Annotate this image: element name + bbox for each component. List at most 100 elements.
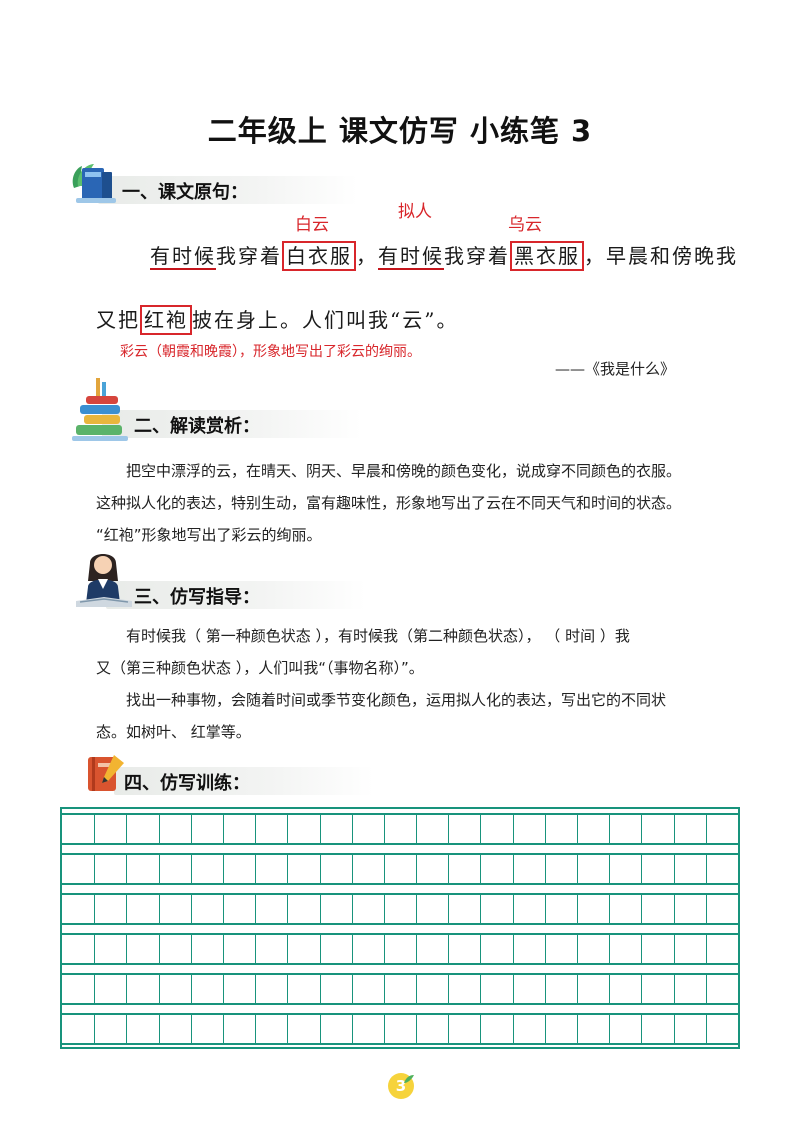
grid-cell-line	[351, 815, 353, 843]
grid-cell-line	[448, 975, 450, 1003]
grid-cell-line	[480, 935, 482, 963]
grid-cell-line	[705, 935, 707, 963]
grid-cell-line	[287, 855, 289, 883]
grid-cell-line	[609, 855, 611, 883]
grid-cell-line	[609, 895, 611, 923]
grid-cell-line	[641, 975, 643, 1003]
grid-cell-line	[190, 855, 192, 883]
text-span: 我穿着	[216, 244, 282, 268]
text-span: 披在身上。人们叫我“云”。	[192, 308, 459, 332]
grid-cell-line	[94, 1015, 96, 1043]
boxed-phrase: 黑衣服	[510, 241, 584, 271]
grid-cell-line	[287, 935, 289, 963]
grid-cell-line	[448, 1015, 450, 1043]
grid-cell-line	[512, 975, 514, 1003]
section-1-header: 一、课文原句：	[68, 164, 368, 204]
grid-cell-line	[94, 815, 96, 843]
grid-cell-line	[222, 815, 224, 843]
grid-cell-line	[480, 1015, 482, 1043]
grid-cell-line	[126, 975, 128, 1003]
grid-cell-line	[641, 815, 643, 843]
grid-cell-line	[319, 975, 321, 1003]
grid-cell-line	[222, 1015, 224, 1043]
guide-line: 又（第三种颜色状态 ），人们叫我“（事物名称）”。	[96, 659, 424, 677]
grid-cell-line	[577, 935, 579, 963]
guide-line: 态。如树叶、 红掌等。	[96, 723, 251, 741]
grid-cell-line	[416, 895, 418, 923]
text-span: 我穿着	[444, 244, 510, 268]
grid-cell-line	[319, 855, 321, 883]
grid-cell-line	[319, 1015, 321, 1043]
grid-cell-line	[351, 1015, 353, 1043]
grid-cell-line	[222, 935, 224, 963]
grid-cell-line	[383, 1015, 385, 1043]
grid-row	[62, 813, 738, 845]
grid-cell-line	[416, 975, 418, 1003]
annotation-baiyun: 白云	[295, 215, 329, 235]
grid-cell-line	[512, 895, 514, 923]
grid-cell-line	[544, 1015, 546, 1043]
grid-cell-line	[190, 815, 192, 843]
original-line-2: 又把红袍披在身上。人们叫我“云”。	[96, 304, 459, 335]
text-span: ，	[356, 244, 378, 268]
grid-cell-line	[287, 975, 289, 1003]
grid-row	[62, 893, 738, 925]
grid-cell-line	[190, 1015, 192, 1043]
writing-grid[interactable]	[60, 807, 740, 1049]
underlined-phrase: 有时候	[378, 244, 444, 270]
grid-cell-line	[351, 935, 353, 963]
grid-cell-line	[544, 935, 546, 963]
grid-cell-line	[416, 855, 418, 883]
grid-cell-line	[673, 895, 675, 923]
grid-cell-line	[641, 1015, 643, 1043]
grid-cell-line	[287, 1015, 289, 1043]
grid-cell-line	[222, 975, 224, 1003]
grid-cell-line	[255, 935, 257, 963]
analysis-line: 这种拟人化的表达，特别生动，富有趣味性，形象地写出了云在不同天气和时间的状态。	[96, 494, 682, 512]
annotation-niren: 拟人	[398, 202, 432, 222]
grid-cell-line	[705, 815, 707, 843]
grid-cell-line	[448, 855, 450, 883]
grid-cell-line	[448, 815, 450, 843]
notebook-pencil-icon	[84, 751, 128, 799]
grid-cell-line	[383, 895, 385, 923]
original-line-1: 有时候我穿着白衣服，有时候我穿着黑衣服，早晨和傍晚我	[150, 240, 738, 271]
grid-cell-line	[222, 895, 224, 923]
grid-cell-line	[480, 855, 482, 883]
grid-cell-line	[480, 975, 482, 1003]
grid-cell-line	[609, 815, 611, 843]
grid-cell-line	[126, 935, 128, 963]
section-4-title: 四、仿写训练：	[124, 773, 250, 794]
grid-cell-line	[190, 935, 192, 963]
teacher-icon	[76, 547, 132, 615]
grid-cell-line	[94, 975, 96, 1003]
grid-cell-line	[416, 935, 418, 963]
grid-cell-line	[448, 935, 450, 963]
books-plant-icon	[68, 158, 120, 210]
grid-cell-line	[158, 895, 160, 923]
grid-cell-line	[255, 895, 257, 923]
original-note: 彩云（朝霞和晚霞），形象地写出了彩云的绚丽。	[120, 344, 421, 360]
grid-cell-line	[641, 895, 643, 923]
analysis-paragraph: 把空中漂浮的云，在晴天、阴天、早晨和傍晚的颜色变化，说成穿不同颜色的衣服。 这种…	[96, 455, 716, 551]
grid-cell-line	[705, 975, 707, 1003]
grid-cell-line	[255, 855, 257, 883]
grid-cell-line	[705, 855, 707, 883]
grid-cell-line	[383, 815, 385, 843]
grid-cell-line	[126, 1015, 128, 1043]
grid-cell-line	[94, 895, 96, 923]
book-stack-icon	[72, 376, 128, 446]
guide-paragraph: 有时候我（ 第一种颜色状态 ），有时候我（第二种颜色状态）， （ 时间 ）我 又…	[96, 620, 716, 748]
grid-cell-line	[609, 1015, 611, 1043]
grid-cell-line	[416, 1015, 418, 1043]
grid-row	[62, 1013, 738, 1045]
grid-cell-line	[480, 815, 482, 843]
section-2-header: 二、解读赏析：	[72, 378, 372, 441]
grid-cell-line	[416, 815, 418, 843]
guide-line: 有时候我（ 第一种颜色状态 ），有时候我（第二种颜色状态）， （ 时间 ）我	[126, 627, 630, 645]
section-3-title: 三、仿写指导：	[134, 587, 260, 608]
grid-cell-line	[544, 815, 546, 843]
grid-cell-line	[383, 975, 385, 1003]
grid-row	[62, 853, 738, 885]
grid-cell-line	[641, 855, 643, 883]
